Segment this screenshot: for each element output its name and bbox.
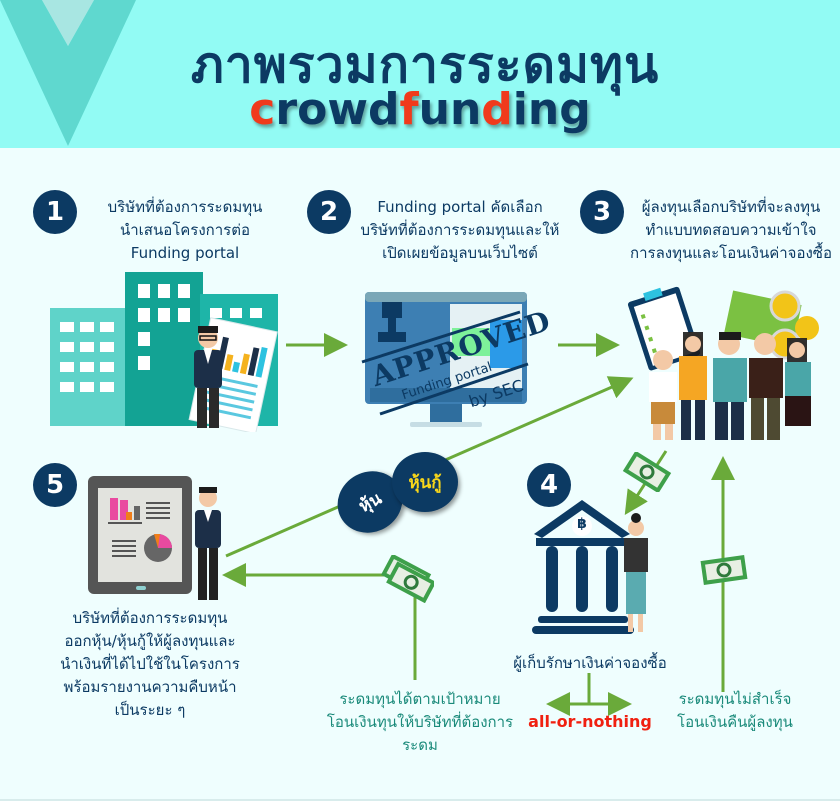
- step-5-description: บริษัทที่ต้องการระดมทุน ออกหุ้น/หุ้นกู้ใ…: [60, 609, 240, 719]
- investor-group-icon: [627, 286, 819, 440]
- all-or-nothing-label: all-or-nothing: [528, 712, 652, 731]
- monitor-icon: [361, 292, 529, 427]
- money-bill-icon: [700, 555, 748, 585]
- success-outcome-text: ระดมทุนได้ตามเป้าหมาย โอนเงินทุนให้บริษั…: [326, 690, 514, 754]
- step-4-badge: 4: [527, 463, 571, 507]
- approved-monitor-illustration: APPROVED Funding portal by SEC: [360, 292, 555, 432]
- bottom-divider: [0, 799, 840, 801]
- failure-outcome-text: ระดมทุนไม่สำเร็จ โอนเงินคืนผู้ลงทุน: [677, 690, 793, 731]
- step-3-badge: 3: [580, 190, 624, 234]
- page-title-thai: ภาพรวมการระดมทุน: [190, 36, 660, 94]
- bond-coin: หุ้นกู้: [392, 452, 458, 512]
- step-1-description: บริษัทที่ต้องการระดมทุน นำเสนอโครงการต่อ…: [107, 198, 263, 262]
- step-1-badge: 1: [33, 190, 77, 234]
- header-banner: ภาพรวมการระดมทุน crowdfunding: [0, 0, 840, 148]
- v-logo-icon: [0, 0, 136, 146]
- baht-symbol-icon: ฿: [577, 516, 587, 532]
- step-5-badge: 5: [33, 463, 77, 507]
- tablet-report-icon: [88, 476, 221, 600]
- custodian-caption: ผู้เก็บรักษาเงินค่าจองซื้อ: [513, 654, 667, 672]
- money-bill-icon: [622, 452, 672, 492]
- office-buildings-icon: [50, 272, 278, 432]
- page-title-english: crowdfunding: [249, 84, 591, 135]
- bank-icon: [532, 500, 648, 634]
- step-2-badge: 2: [307, 190, 351, 234]
- step-3-description: ผู้ลงทุนเลือกบริษัทที่จะลงทุน ทำแบบทดสอบ…: [630, 198, 832, 262]
- step-2-description: Funding portal คัดเลือก บริษัทที่ต้องการ…: [360, 198, 560, 262]
- money-stack-icon: [381, 555, 434, 603]
